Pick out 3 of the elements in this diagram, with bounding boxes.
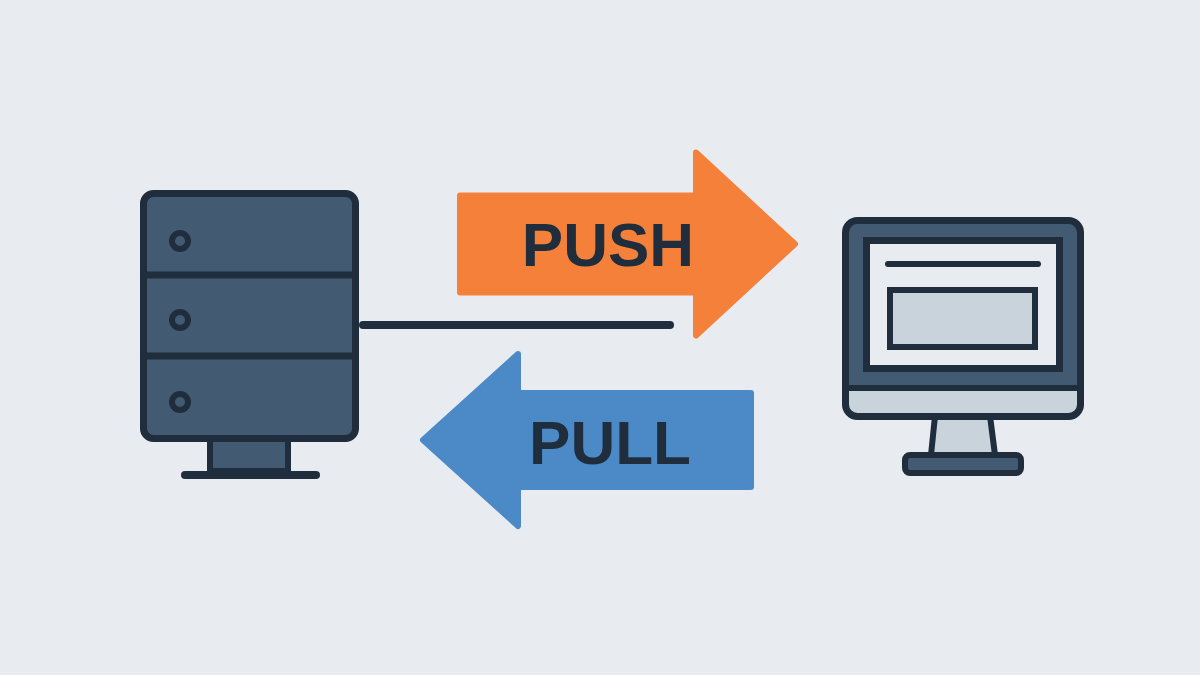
connector-line: [359, 321, 674, 329]
edge-label: PULL: [529, 412, 691, 474]
block-arrow: [420, 351, 754, 529]
